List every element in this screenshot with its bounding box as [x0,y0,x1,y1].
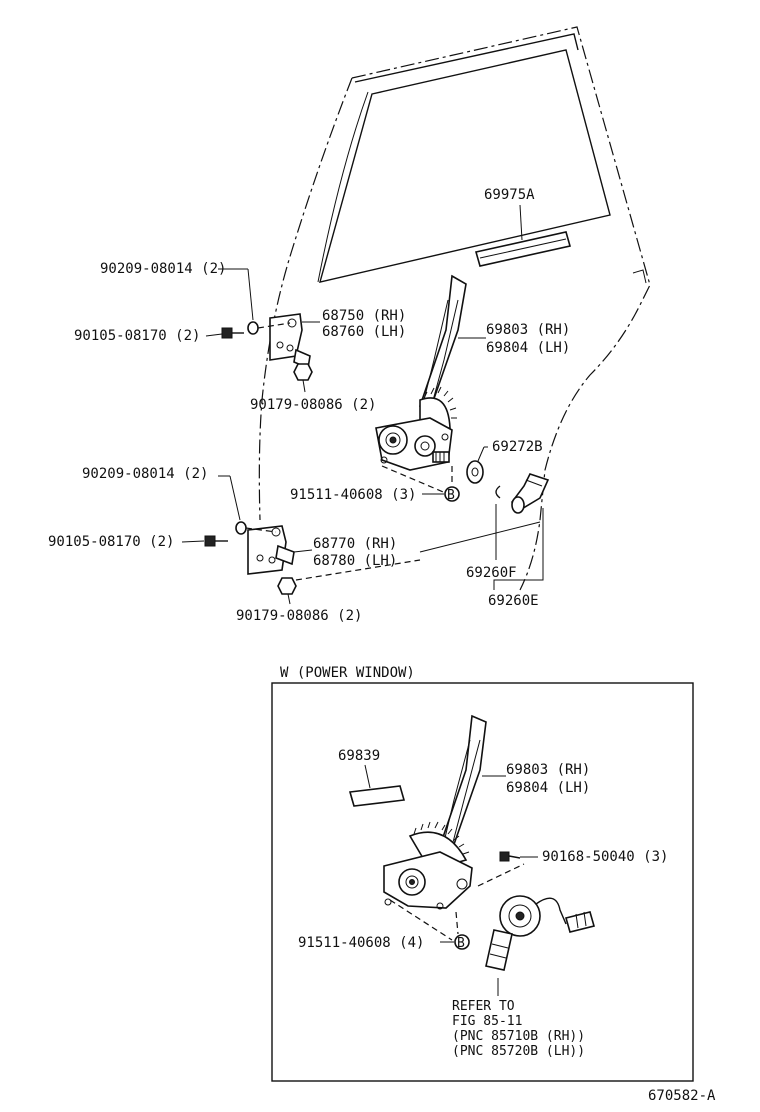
label-69804-top: 69804 (LH) [486,340,570,356]
label-69803-inset: 69803 (RH) [506,762,590,778]
washer-icon [247,321,259,335]
label-90105-top: 90105-08170 (2) [74,328,200,344]
label-68750: 68750 (RH) [322,308,406,324]
label-90179-bot: 90179-08086 (2) [236,608,362,624]
label-68760: 68760 (LH) [322,324,406,340]
diagram-code: 670582-A [648,1088,716,1104]
label-91511-top: 91511-40608 (3) [290,487,416,503]
bolt-icon [204,535,228,547]
label-69839: 69839 [338,748,380,764]
window-regulator-manual [375,274,467,471]
refer-line-4: (PNC 85720B (LH)) [452,1044,585,1059]
label-68770: 68770 (RH) [313,536,397,552]
label-68780: 68780 (LH) [313,553,397,569]
window-motor [485,895,595,971]
nut-icon [277,577,297,595]
badge-b-top: B [447,488,455,503]
refer-line-3: (PNC 85710B (RH)) [452,1029,585,1044]
label-69975a: 69975A [484,187,535,203]
window-regulator-power [383,714,487,910]
label-90209-top: 90209-08014 (2) [100,261,226,277]
lower-hinge [247,525,295,575]
label-90209-bot: 90209-08014 (2) [82,466,208,482]
label-69260e: 69260E [488,593,539,609]
window-handle [510,473,550,514]
badge-b-inset: B [457,936,465,951]
label-69803-top: 69803 (RH) [486,322,570,338]
washer-icon [235,521,247,535]
label-90105-bot: 90105-08170 (2) [48,534,174,550]
label-91511-inset: 91511-40608 (4) [298,935,424,951]
upper-hinge [269,313,311,370]
clip-69260f [495,485,501,499]
screw-b-icon: B [444,486,460,503]
weatherstrip-69975a [474,204,572,267]
label-69272b: 69272B [492,439,543,455]
screw-b-icon: B [454,934,470,951]
screw-icon [499,851,521,862]
washer-69272b [466,460,484,484]
refer-line-1: REFER TO [452,999,515,1014]
label-69804-inset: 69804 (LH) [506,780,590,796]
inset-box [271,682,694,1082]
pad-69839 [348,785,406,807]
nut-icon [293,363,313,381]
refer-line-2: FIG 85-11 [452,1014,522,1029]
label-90168: 90168-50040 (3) [542,849,668,865]
bolt-icon [221,327,244,339]
label-69260f: 69260F [466,565,517,581]
door-outline [258,26,651,591]
inset-title: W (POWER WINDOW) [280,665,415,681]
label-90179-top: 90179-08086 (2) [250,397,376,413]
